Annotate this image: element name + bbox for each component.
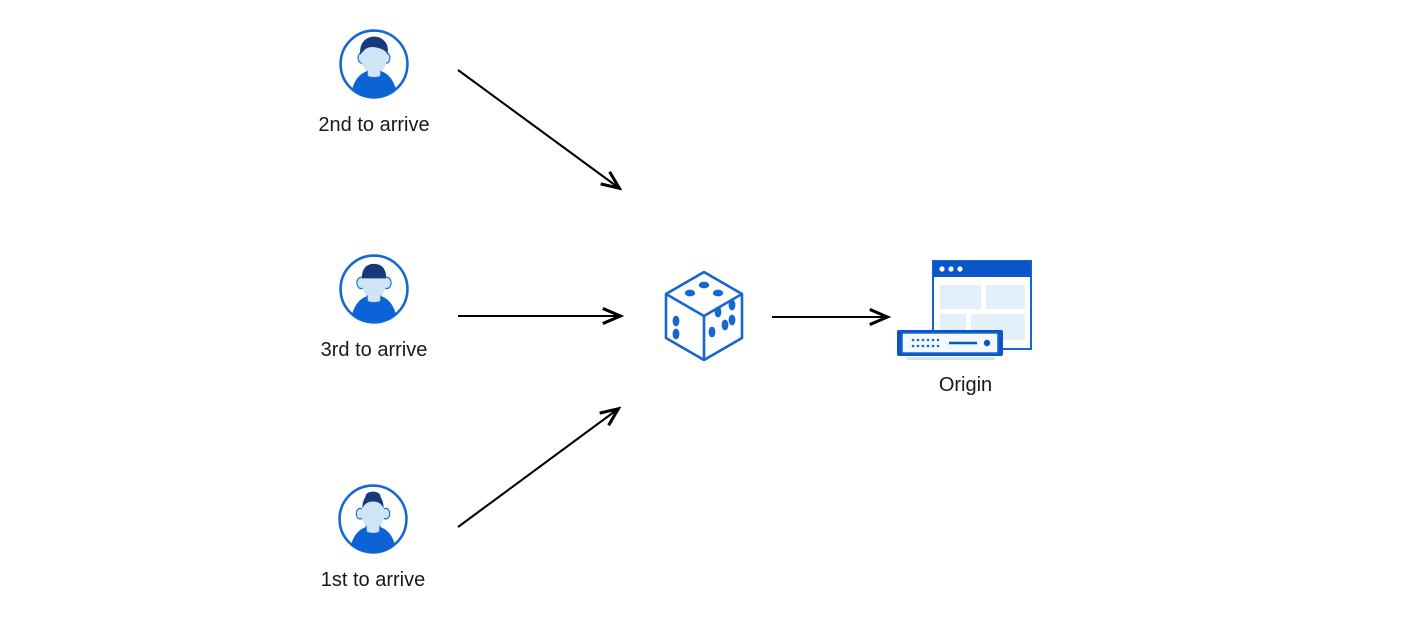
client-node-first: 1st to arrive [321,481,425,592]
arrow-first-to-die [457,409,618,528]
load-balancer-die [660,268,748,364]
client-node-third: 3rd to arrive [321,251,427,362]
origin-node: Origin [893,255,1038,405]
user-avatar-icon [339,29,409,99]
client-label-second: 2nd to arrive [318,114,430,136]
user-avatar-icon [339,254,409,324]
dice-icon [664,270,744,362]
arrow-second-to-die [457,69,619,188]
server-rack-icon [897,330,1003,360]
origin-art [893,255,1038,363]
origin-label: Origin [938,374,993,396]
client-node-second: 2nd to arrive [318,26,430,137]
client-label-third: 3rd to arrive [320,339,428,361]
user-avatar-icon [338,484,408,554]
client-label-first: 1st to arrive [320,569,426,591]
